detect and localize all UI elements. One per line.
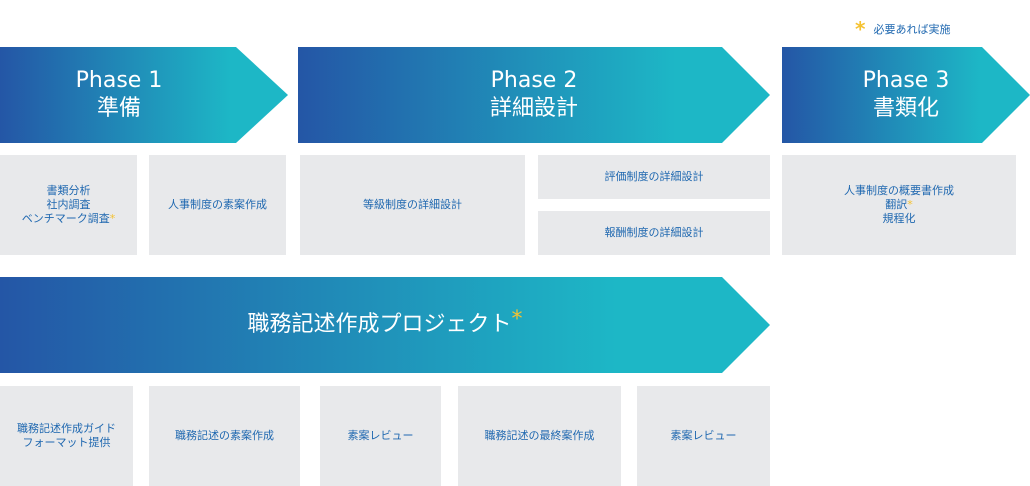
task-line: フォーマット提供: [22, 436, 111, 449]
phase-2-subtitle: 詳細設計: [489, 96, 578, 121]
project-title: 職務記述作成プロジェクト: [247, 312, 512, 337]
task-draft-review: 素案レビュー: [320, 386, 441, 486]
task-evaluation-design: 評価制度の詳細設計: [538, 155, 770, 199]
task-line: 社内調査: [46, 198, 91, 211]
task-documentation: 人事制度の概要書作成翻訳*規程化: [782, 155, 1016, 255]
task-line: ベンチマーク調査*: [21, 212, 116, 225]
task-line: 人事制度の概要書作成: [844, 184, 954, 197]
project-arrow: 職務記述作成プロジェクト*: [0, 277, 770, 373]
asterisk-icon: *: [855, 17, 866, 41]
asterisk-icon: *: [511, 307, 523, 332]
phase-2-arrow: Phase 2 詳細設計: [298, 47, 770, 143]
phase-1-title: Phase 1: [75, 68, 163, 93]
task-research: 書類分析社内調査ベンチマーク調査*: [0, 155, 137, 255]
phase-2-title: Phase 2: [490, 68, 578, 93]
task-line: 書類分析: [46, 184, 91, 197]
task-line: 規程化: [882, 212, 916, 225]
phase-1-subtitle: 準備: [96, 96, 141, 121]
task-compensation-design: 報酬制度の詳細設計: [538, 211, 770, 255]
legend: * 必要あれば実施: [855, 17, 950, 41]
task-grade-design: 等級制度の詳細設計: [300, 155, 525, 255]
phase-1-arrow: Phase 1 準備: [0, 47, 288, 143]
asterisk-icon: *: [907, 198, 913, 211]
task-jd-final: 職務記述の最終案作成: [458, 386, 621, 486]
asterisk-icon: *: [109, 212, 116, 225]
task-draft-hr-system: 人事制度の素案作成: [149, 155, 286, 255]
task-final-review: 素案レビュー: [637, 386, 770, 486]
phase-3-subtitle: 書類化: [872, 96, 939, 121]
legend-label: 必要あれば実施: [873, 23, 951, 36]
task-jd-draft: 職務記述の素案作成: [149, 386, 300, 486]
task-line: 翻訳*: [885, 198, 913, 211]
phase-3-title: Phase 3: [862, 68, 950, 93]
task-line: 職務記述作成ガイド: [17, 422, 116, 435]
phase-3-arrow: Phase 3 書類化: [782, 47, 1030, 143]
task-guide-format: 職務記述作成ガイドフォーマット提供: [0, 386, 133, 486]
